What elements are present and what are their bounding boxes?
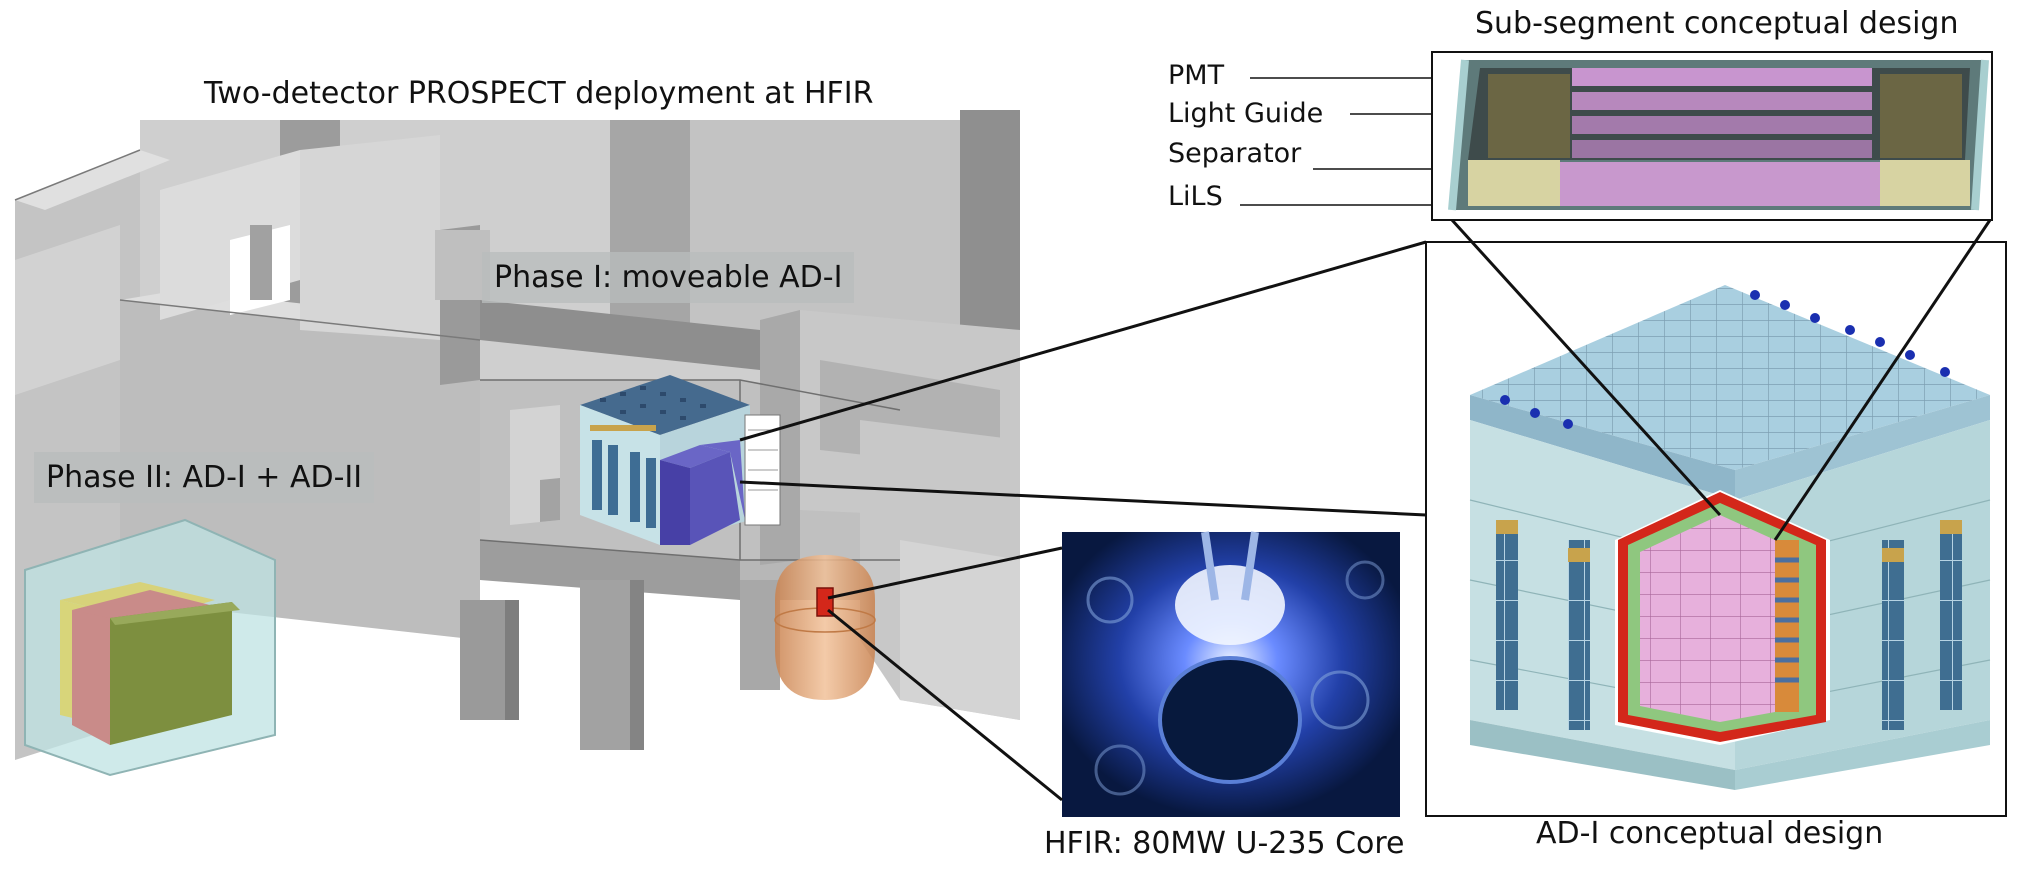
ad1-design-title: AD-I conceptual design [1536, 816, 1884, 851]
subsegment-leader-lines [1240, 77, 1432, 206]
hfir-core-caption: HFIR: 80MW U-235 Core [1044, 826, 1405, 861]
hfir-core-photo [1062, 531, 1400, 817]
phase1-label: Phase I: moveable AD-I [482, 252, 855, 303]
ad1-in-building [580, 375, 781, 545]
ad2-in-building [24, 518, 276, 777]
subsegment-title: Sub-segment conceptual design [1475, 6, 1959, 41]
part-label-pmt: PMT [1168, 60, 1225, 91]
connector-lines [739, 218, 1992, 802]
subsegment-diagram [1431, 51, 1993, 221]
deployment-title: Two-detector PROSPECT deployment at HFIR [204, 76, 874, 111]
part-label-light-guide: Light Guide [1168, 98, 1324, 129]
phase2-label: Phase II: AD-I + AD-II [34, 452, 375, 503]
reactor-core-vessel [774, 555, 876, 700]
part-label-lils: LiLS [1168, 181, 1223, 212]
part-label-separator: Separator [1168, 138, 1302, 169]
